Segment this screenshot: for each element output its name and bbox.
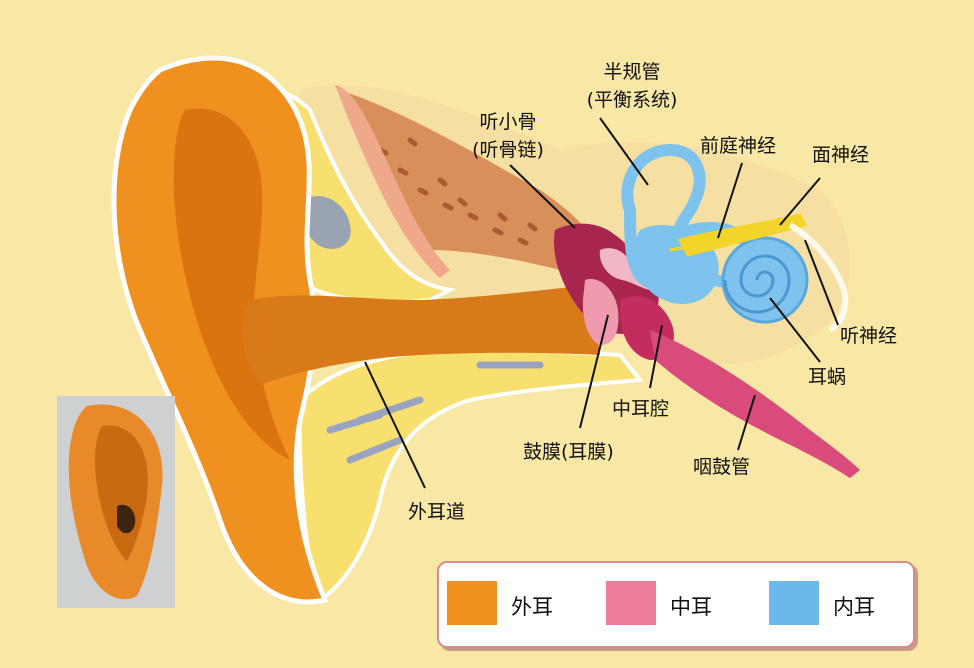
label-semicircular-canals: 半规管 <box>603 61 661 83</box>
leader-ossicles <box>509 164 576 229</box>
label-middle-ear-cavity: 中耳腔 <box>612 398 670 420</box>
leader-ear-canal <box>364 361 426 489</box>
leader-semicircular <box>599 117 649 186</box>
legend-label-inner-ear: 内耳 <box>833 595 875 619</box>
leader-eardrum <box>579 314 609 429</box>
label-ossicles-sub: (听骨链) <box>472 139 544 161</box>
label-auditory-nerve: 听神经 <box>840 325 898 347</box>
spongy-bone-dots <box>377 137 538 246</box>
eardrum-shape <box>582 279 619 345</box>
legend-swatch-middle-ear <box>606 581 656 625</box>
leader-facial-nerve <box>779 177 821 226</box>
label-facial-nerve: 面神经 <box>812 144 870 166</box>
legend-label-middle-ear: 中耳 <box>670 595 712 619</box>
legend-swatch-inner-ear <box>769 581 819 625</box>
ear-photo-inset <box>57 396 175 608</box>
label-cochlea: 耳蜗 <box>808 366 847 388</box>
label-ear-canal: 外耳道 <box>408 501 466 523</box>
leader-vestibular-nerve <box>717 162 743 239</box>
label-eardrum: 鼓膜(耳膜) <box>523 441 614 463</box>
spongy-bone <box>340 90 600 270</box>
legend: 外耳 中耳 内耳 <box>437 561 915 648</box>
leader-eustachian <box>737 394 756 451</box>
label-ossicles: 听小骨 <box>479 111 537 133</box>
cochlea-spiral <box>723 254 791 314</box>
ear-photo-drawing <box>57 396 175 608</box>
label-semicircular-canals-sub: (平衡系统) <box>586 89 678 111</box>
vestibular-facial-nerves <box>669 213 808 257</box>
label-vestibular-nerve: 前庭神经 <box>700 135 777 157</box>
ear-canal <box>242 285 600 385</box>
leader-lines <box>364 117 839 489</box>
legend-label-outer-ear: 外耳 <box>511 595 553 619</box>
leader-middle-ear <box>649 324 663 389</box>
auditory-nerve-outline <box>788 222 849 333</box>
auricle-inner-fold <box>173 108 290 460</box>
legend-swatch-outer-ear <box>447 581 497 625</box>
cochlea-shape <box>721 236 809 324</box>
eustachian-tube-shape <box>650 330 860 478</box>
label-eustachian-tube: 咽鼓管 <box>693 456 751 478</box>
lower-cartilage-lines <box>326 361 544 464</box>
leader-cochlea <box>769 297 821 363</box>
upper-cartilage-spot <box>302 196 351 249</box>
leader-auditory-nerve <box>804 239 839 326</box>
pink-tissue-strip <box>335 85 450 278</box>
